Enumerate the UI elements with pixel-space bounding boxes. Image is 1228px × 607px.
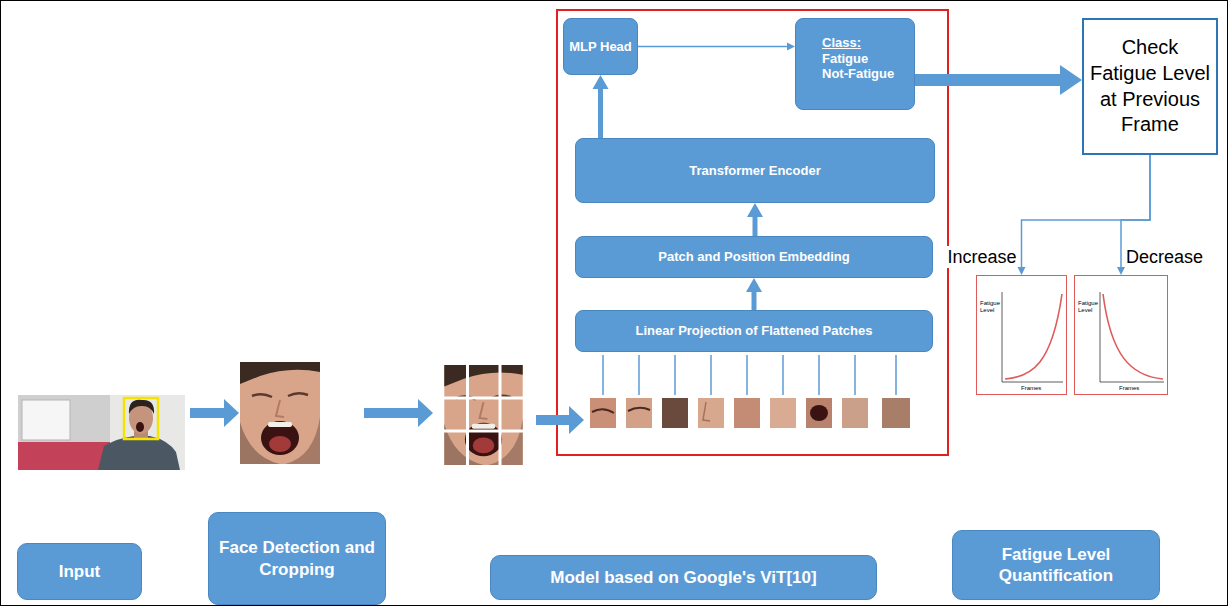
encoder-bar: Transformer Encoder (575, 138, 935, 203)
edge-label: Decrease (1126, 246, 1203, 268)
input-photo (18, 395, 185, 470)
arrow-head (746, 278, 762, 292)
patch-sequence (590, 398, 910, 428)
node-text: Transformer Encoder (689, 163, 821, 179)
axis-label: Frames (1021, 385, 1041, 392)
connector-line (753, 217, 758, 236)
chart-plot (1075, 276, 1169, 396)
stage-label: Input (17, 543, 142, 600)
embedding-bar: Patch and Position Embedding (575, 236, 933, 278)
projection-bar: Linear Projection of Flattened Patches (575, 310, 933, 352)
connector (915, 65, 1082, 95)
mlp-head-box: MLP Head (563, 18, 638, 75)
flow-arrow (536, 406, 584, 434)
arrow-head (1117, 267, 1125, 275)
node-text: MLP Head (569, 39, 632, 55)
node-text: Model based on Google's ViT[10] (550, 567, 816, 588)
connector (638, 43, 795, 51)
model-frame (557, 10, 948, 455)
stage-label: Fatigue Level Quantification (952, 530, 1160, 600)
stage-label: Face Detection and Cropping (208, 512, 386, 605)
node-text: Fatigue Level Quantification (959, 544, 1153, 587)
arrow-head (593, 75, 609, 89)
connector (593, 75, 609, 138)
connector-line (752, 292, 757, 310)
chart-axis (1100, 382, 1164, 383)
chart-curve (1103, 294, 1163, 379)
node-text: Check Fatigue Level at Previous Frame (1088, 35, 1212, 137)
chart-axis (1002, 292, 1003, 382)
connector (746, 278, 762, 310)
node-text: Fatigue (822, 51, 868, 67)
arrow-head (747, 203, 763, 217)
chart-axis (1100, 292, 1101, 382)
chart-axis (1002, 382, 1063, 383)
node-text: Input (59, 561, 101, 582)
stage-label: Model based on Google's ViT[10] (490, 555, 877, 600)
axis-label: Frames (1119, 385, 1139, 392)
cropped-face (240, 362, 320, 464)
axis-label: Fatigue Level (1078, 300, 1098, 314)
flow-arrow (364, 399, 433, 427)
connector-line (598, 89, 603, 138)
node-text: Not-Fatigue (822, 66, 894, 82)
connector-line (638, 46, 787, 48)
axis-label: Fatigue Level (980, 300, 1000, 314)
node-text: Linear Projection of Flattened Patches (636, 323, 873, 339)
arrow-head (1018, 267, 1026, 275)
chart-curve (1005, 294, 1062, 379)
patch-leader-lines (603, 355, 896, 395)
node-text: Patch and Position Embedding (658, 249, 849, 265)
node-text: Class: (822, 35, 861, 51)
chart-plot (977, 276, 1068, 396)
arrow-head (787, 43, 795, 51)
class-box: Class:FatigueNot-Fatigue (795, 18, 915, 110)
edge-label: Increase (947, 246, 1016, 268)
connector-line (915, 74, 1060, 86)
face-patch-grid (435, 365, 532, 465)
node-text: Face Detection and Cropping (215, 537, 379, 580)
decrease-chart: Fatigue LevelFrames (1074, 275, 1168, 395)
increase-chart: Fatigue LevelFrames (976, 275, 1067, 395)
connector (747, 203, 763, 236)
arrow-head (1060, 65, 1082, 95)
flow-arrow (190, 399, 239, 427)
check-box: Check Fatigue Level at Previous Frame (1082, 18, 1218, 155)
